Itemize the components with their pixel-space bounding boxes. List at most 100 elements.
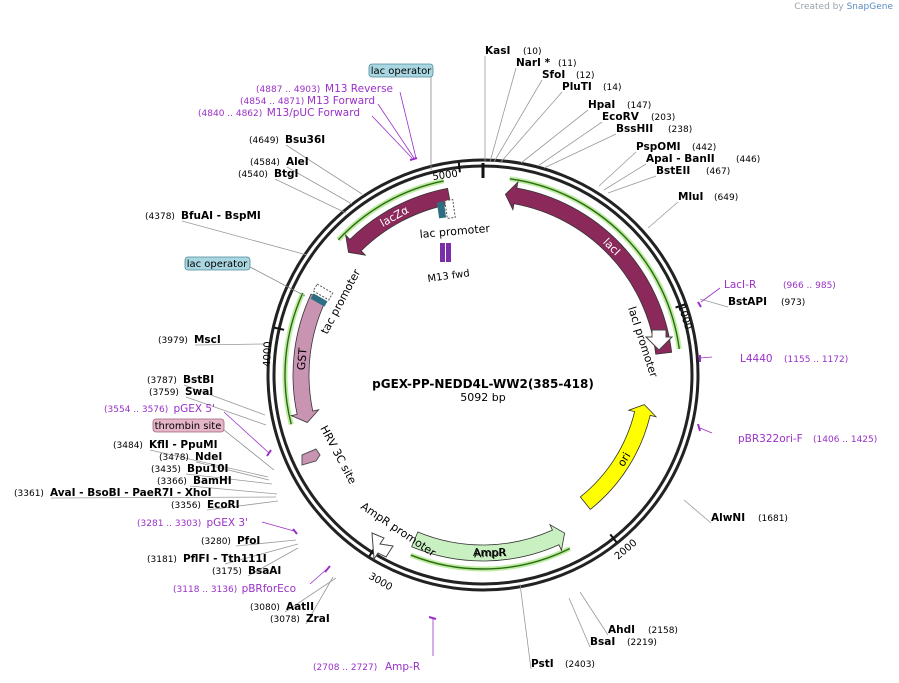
ampr-gene-label: AmpR bbox=[473, 546, 506, 559]
pluti-leader bbox=[499, 91, 563, 164]
ampr-feature-arrow bbox=[411, 523, 566, 562]
laci-r-primer-range: (966 .. 985) bbox=[783, 281, 836, 291]
apai-banii-site-name: ApaI - BanII bbox=[646, 153, 715, 165]
bamhi-site-position: (3366) bbox=[157, 477, 187, 487]
lac-operator-block-top bbox=[436, 201, 447, 219]
bpu10i-site-position: (3435) bbox=[151, 465, 181, 475]
aatii-site-name: AatII bbox=[286, 601, 314, 613]
tick-5000 bbox=[457, 162, 461, 173]
apai-banii-leader bbox=[603, 163, 647, 191]
swai-site-position: (3759) bbox=[149, 388, 179, 398]
ampr-highlight-line bbox=[410, 547, 571, 570]
tick-label-1000: 1000 bbox=[675, 304, 693, 332]
restriction-site-labels: KasI(10)NarI *(11)SfoI(12)PluTI(14)HpaI(… bbox=[14, 45, 805, 670]
kasi-site-name: KasI bbox=[485, 45, 510, 57]
bsshii-site-position: (238) bbox=[668, 125, 692, 135]
bfuai-bspmi-site-name: BfuAI - BspMI bbox=[181, 210, 261, 222]
apai-banii-site-position: (446) bbox=[736, 155, 760, 165]
swai-leader bbox=[185, 396, 267, 426]
msci-leader bbox=[194, 343, 266, 346]
m13-reverse-primer-name: M13 Reverse bbox=[325, 83, 393, 95]
primer-mark-amp-r bbox=[428, 616, 437, 620]
hpai-site-position: (147) bbox=[627, 101, 651, 111]
lac-operator-box-top: lac operator bbox=[368, 63, 434, 78]
pluti-site-name: PluTI bbox=[562, 81, 592, 93]
zrai-site-position: (3078) bbox=[270, 615, 300, 625]
hpai-leader bbox=[520, 109, 589, 164]
tick-label-5000: 5000 bbox=[432, 169, 459, 183]
ahdi-site-name: AhdI bbox=[608, 624, 635, 636]
pgex-3-primer-leader bbox=[261, 521, 295, 532]
ndei-leader bbox=[195, 461, 270, 481]
tac-promoter-hatch bbox=[312, 283, 334, 301]
nari-site-position: (11) bbox=[558, 59, 576, 69]
bfuai-bspmi-leader bbox=[181, 220, 308, 256]
psti-site-position: (2403) bbox=[565, 660, 595, 670]
avai-bsobi-paer7i-xhoi-site-position: (3361) bbox=[14, 489, 44, 499]
bstbi-leader bbox=[183, 384, 266, 416]
nari-site-name: NarI * bbox=[516, 57, 551, 69]
bsai-leader bbox=[568, 597, 591, 648]
pbrforeco-primer-name: pBRforEco bbox=[242, 583, 296, 595]
ecori-site-position: (3356) bbox=[171, 501, 201, 511]
bsu36i-leader bbox=[285, 144, 363, 195]
nari-leader bbox=[489, 67, 517, 163]
ori-feature-arrow bbox=[579, 404, 658, 510]
feature-highlights bbox=[282, 176, 682, 572]
bpu10i-leader bbox=[185, 473, 273, 485]
pspomi-site-name: PspOMI bbox=[636, 141, 681, 153]
pgex-5-primer-name: pGEX 5' bbox=[173, 403, 215, 415]
tick-label-3000-bottom: 3000 bbox=[367, 571, 395, 593]
pbr322ori-f-primer-leader bbox=[699, 427, 713, 434]
l4440-primer-range: (1155 .. 1172) bbox=[784, 355, 848, 365]
plasmid-length: 5092 bp bbox=[460, 391, 505, 404]
primer-mark-laci-r bbox=[697, 301, 702, 308]
swai-site-name: SwaI bbox=[185, 386, 213, 398]
alwni-site-position: (1681) bbox=[758, 514, 788, 524]
bamhi-site-name: BamHI bbox=[193, 475, 232, 487]
pbr322ori-f-primer-range: (1406 .. 1425) bbox=[813, 435, 877, 445]
pspomi-leader bbox=[598, 151, 637, 187]
bsteii-leader bbox=[607, 175, 657, 194]
ecorv-leader bbox=[537, 121, 603, 167]
bsai-site-name: BsaI bbox=[590, 636, 615, 648]
ecorv-site-position: (203) bbox=[651, 113, 675, 123]
bsai-site-position: (2219) bbox=[627, 638, 657, 648]
bsaai-site-position: (3175) bbox=[212, 567, 242, 577]
pgex-5-primer-leader bbox=[223, 411, 270, 454]
gst-feature-label: GST bbox=[295, 347, 310, 371]
snapgene-credit: Created by SnapGene bbox=[794, 2, 893, 12]
lac-operator-label-left: lac operator bbox=[187, 259, 248, 270]
ampr-feature-label: AmpR bbox=[474, 546, 508, 560]
alei-site-name: AleI bbox=[286, 156, 309, 168]
ori-feature-label: ori bbox=[615, 450, 634, 469]
ndei-site-position: (3478) bbox=[159, 453, 189, 463]
gst-highlight-line bbox=[284, 292, 304, 425]
plasmid-name: pGEX-PP-NEDD4L-WW2(385-418) bbox=[372, 377, 594, 391]
aatii-site-position: (3080) bbox=[250, 603, 280, 613]
ahdi-site-position: (2158) bbox=[648, 626, 678, 636]
pluti-site-position: (14) bbox=[603, 83, 621, 93]
pfoi-site-name: PfoI bbox=[237, 535, 260, 547]
sfoi-site-position: (12) bbox=[576, 71, 594, 81]
l4440-primer-leader bbox=[699, 356, 713, 359]
primer-mark-pgex-5 bbox=[266, 449, 272, 457]
lac-operator-box-left: lac operator bbox=[184, 256, 251, 271]
btgi-site-name: BtgI bbox=[274, 168, 298, 180]
bfuai-bspmi-site-position: (4378) bbox=[145, 212, 175, 222]
pspomi-site-position: (442) bbox=[692, 143, 716, 153]
ecorv-site-name: EcoRV bbox=[602, 111, 640, 123]
bamhi-leader bbox=[189, 485, 278, 495]
ampr-promoter-arrow bbox=[371, 532, 394, 561]
avai-bsobi-paer7i-xhoi-leader bbox=[50, 496, 277, 499]
bstbi-site-name: BstBI bbox=[183, 374, 214, 386]
m13-forward-primer-name: M13 Forward bbox=[307, 95, 375, 107]
m13-fwd-primer-mark bbox=[440, 243, 445, 262]
alwni-leader bbox=[683, 499, 712, 524]
m13-fwd-label: M13 fwd bbox=[427, 268, 471, 285]
tick-2000 bbox=[609, 533, 618, 543]
laci-r-primer-leader bbox=[700, 287, 721, 303]
ecori-site-name: EcoRI bbox=[207, 499, 240, 511]
thrombin-site-label: thrombin site bbox=[155, 421, 222, 432]
bsshii-leader bbox=[543, 133, 617, 169]
